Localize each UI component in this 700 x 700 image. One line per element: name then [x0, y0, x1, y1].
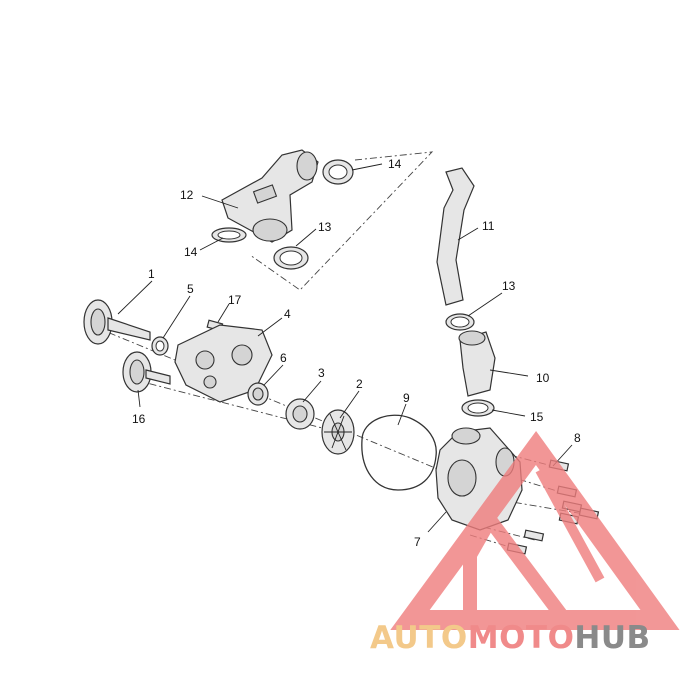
- callout-10: 10: [536, 371, 550, 385]
- watermark-wordmark: AUTOMOTOHUB: [370, 620, 700, 656]
- callout-labels: 1 2 3 4 5 6 7 8 9 10 11 12 13 13 14 14 1…: [132, 157, 581, 549]
- callout-11: 11: [482, 219, 495, 233]
- callout-12: 12: [180, 188, 194, 202]
- hose-clamp-part-13-lower: [445, 313, 475, 331]
- gear-shaft-part-16: [122, 351, 171, 393]
- watermark-moto: MOTO: [467, 620, 575, 656]
- callout-13-upper: 13: [318, 220, 332, 234]
- callout-15: 15: [530, 410, 544, 424]
- callout-16: 16: [132, 412, 146, 426]
- pump-cover-part-4: [174, 324, 273, 403]
- hose-clamp-part-14-left: [211, 227, 247, 243]
- callout-9: 9: [403, 391, 410, 405]
- callout-14-upper: 14: [388, 157, 402, 171]
- hose-clamp-part-14-upper: [322, 159, 354, 185]
- hose-clamp-part-15: [461, 399, 495, 417]
- callout-1: 1: [148, 267, 155, 281]
- thermostat-elbow-part-12: [221, 149, 319, 243]
- coolant-hose-part-10: [458, 330, 496, 397]
- washer-part-5: [151, 336, 169, 356]
- watermark-triangle-logo: [390, 430, 680, 630]
- gasket-part-9: [361, 414, 437, 491]
- coolant-hose-part-11: [436, 167, 475, 306]
- gear-shaft-part-1: [83, 299, 151, 345]
- callout-7: 7: [414, 535, 421, 549]
- callout-6: 6: [280, 351, 287, 365]
- seal-part-3: [285, 398, 315, 430]
- callout-14-left: 14: [184, 245, 198, 259]
- impeller-part-2: [321, 409, 355, 455]
- callout-5: 5: [187, 282, 194, 296]
- watermark-hub: HUB: [574, 620, 651, 656]
- bearing-part-6: [247, 382, 269, 406]
- callout-17: 17: [228, 293, 242, 307]
- hose-clamp-part-13-upper: [273, 246, 309, 270]
- callout-13-lower: 13: [502, 279, 516, 293]
- callout-4: 4: [284, 307, 291, 321]
- callout-3: 3: [318, 366, 325, 380]
- callout-8: 8: [574, 431, 581, 445]
- watermark-auto: AUTO: [370, 620, 468, 656]
- callout-2: 2: [356, 377, 363, 391]
- callout-leader-lines: [117, 163, 573, 533]
